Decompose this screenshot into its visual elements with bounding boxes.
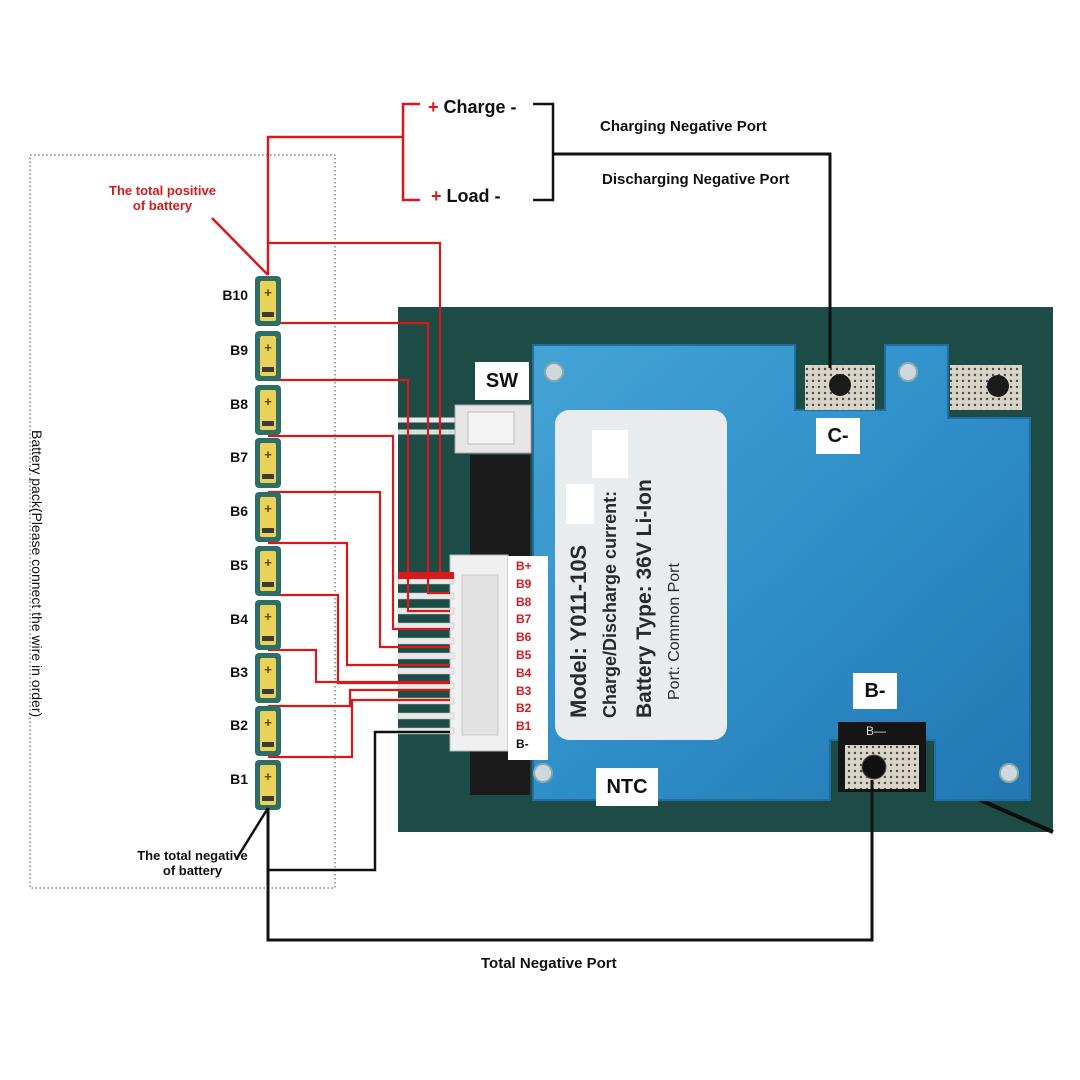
total-negative-label: The total negative of battery [137, 848, 248, 878]
battery-cell: + [255, 438, 281, 488]
cell-label-b3: B3 [230, 664, 248, 680]
battery-cell: + [255, 706, 281, 756]
pin-label-b7: B7 [516, 612, 532, 627]
mount-hole [898, 362, 918, 382]
redacted-box [566, 484, 594, 524]
battery-cell: + [255, 546, 281, 596]
ntc-cable [979, 798, 1054, 834]
pin-label-panel [508, 556, 548, 760]
charge-load-bracket-right [533, 102, 555, 202]
info-line-4: Port: Common Port [666, 563, 683, 700]
total-negative-port-label: Total Negative Port [481, 955, 617, 972]
balance-wire [268, 321, 450, 595]
cell-label-b10: B10 [222, 287, 248, 303]
pin-label-b1: B1 [516, 719, 532, 734]
cell-label-b6: B6 [230, 503, 248, 519]
pin-label-b-minus: B- [516, 737, 529, 751]
c-minus-pad-2 [950, 365, 1022, 410]
total-negative-wire [266, 780, 874, 942]
info-line-2: Charge/Discharge current: [600, 490, 620, 718]
pin-label-b9: B9 [516, 576, 532, 591]
svg-text:+: + [264, 662, 272, 677]
battery-cell: + [255, 492, 281, 542]
load-label: + Load - [431, 186, 501, 206]
battery-cell: + [255, 653, 281, 703]
positive-pointer-line [211, 217, 269, 276]
battery-cell: + [255, 331, 281, 381]
info-line-1: Model: Y011-10S [566, 544, 591, 718]
cell-label-b1: B1 [230, 771, 248, 787]
b-minus-label: B- [853, 673, 897, 709]
redacted-box [592, 430, 628, 478]
charge-label: + Charge - [428, 97, 517, 117]
cell-label-b5: B5 [230, 557, 248, 573]
sw-label: SW [475, 362, 529, 400]
total-positive-wire [266, 135, 403, 275]
discharging-negative-port-label: Discharging Negative Port [602, 171, 790, 188]
mount-hole [999, 763, 1019, 783]
cell-label-b4: B4 [230, 611, 248, 627]
cells-group: + + + + + + + + + + [255, 276, 281, 810]
negative-pointer-line [235, 807, 270, 859]
battery-cell: + [255, 760, 281, 810]
svg-text:+: + [264, 555, 272, 570]
b-minus-balance-wire [268, 730, 450, 872]
charge-load-bracket-left [401, 102, 420, 202]
info-label-plate [555, 410, 727, 740]
c-minus-label: C- [816, 418, 860, 454]
balance-wire [268, 698, 450, 759]
pin-label-b-minusplus: B+ [516, 559, 532, 573]
cell-label-b8: B8 [230, 396, 248, 412]
battery-pack-caption: Battery pack(Please connect the wire in … [29, 430, 45, 718]
balance-wire [268, 434, 450, 631]
balance-wire [268, 688, 450, 708]
svg-text:+: + [264, 340, 272, 355]
info-line-3: Battery Type: 36V Li-Ion [633, 479, 656, 718]
balance-wire [268, 541, 450, 667]
battery-cell: + [255, 600, 281, 650]
sw-connector-inner [467, 411, 515, 445]
silk-b-minus: B— [866, 724, 887, 738]
cell-label-b9: B9 [230, 342, 248, 358]
charging-negative-port-label: Charging Negative Port [600, 118, 767, 135]
balance-wire [268, 490, 450, 649]
ntc-label: NTC [596, 768, 658, 806]
c-minus-hole-2 [987, 375, 1009, 397]
balance-wire [268, 378, 450, 613]
pin-label-b8: B8 [516, 594, 532, 609]
balance-connector-slot [461, 574, 499, 736]
battery-cell: + [255, 385, 281, 435]
pin-label-b2: B2 [516, 701, 532, 716]
total-positive-label: The total positive of battery [109, 183, 216, 213]
balance-wire [268, 241, 450, 577]
mount-hole [544, 362, 564, 382]
wiring [268, 241, 450, 759]
pin-label-b6: B6 [516, 630, 532, 645]
pin-label-b3: B3 [516, 683, 532, 698]
svg-text:+: + [264, 501, 272, 516]
svg-text:+: + [264, 715, 272, 730]
c-minus-hole [829, 374, 851, 396]
battery-cell: + [255, 276, 281, 326]
battery-pack-outline [29, 154, 336, 889]
cell-label-b2: B2 [230, 717, 248, 733]
svg-text:+: + [264, 769, 272, 784]
pin-label-b5: B5 [516, 648, 532, 662]
cell-label-b7: B7 [230, 449, 248, 465]
b-minus-hole [861, 754, 887, 780]
pin-label-b4: B4 [516, 665, 532, 680]
svg-text:+: + [264, 609, 272, 624]
c-minus-wire [553, 152, 832, 368]
svg-text:+: + [264, 394, 272, 409]
svg-text:+: + [264, 285, 272, 300]
svg-text:+: + [264, 447, 272, 462]
balance-wire [268, 648, 450, 684]
mount-hole [533, 763, 553, 783]
